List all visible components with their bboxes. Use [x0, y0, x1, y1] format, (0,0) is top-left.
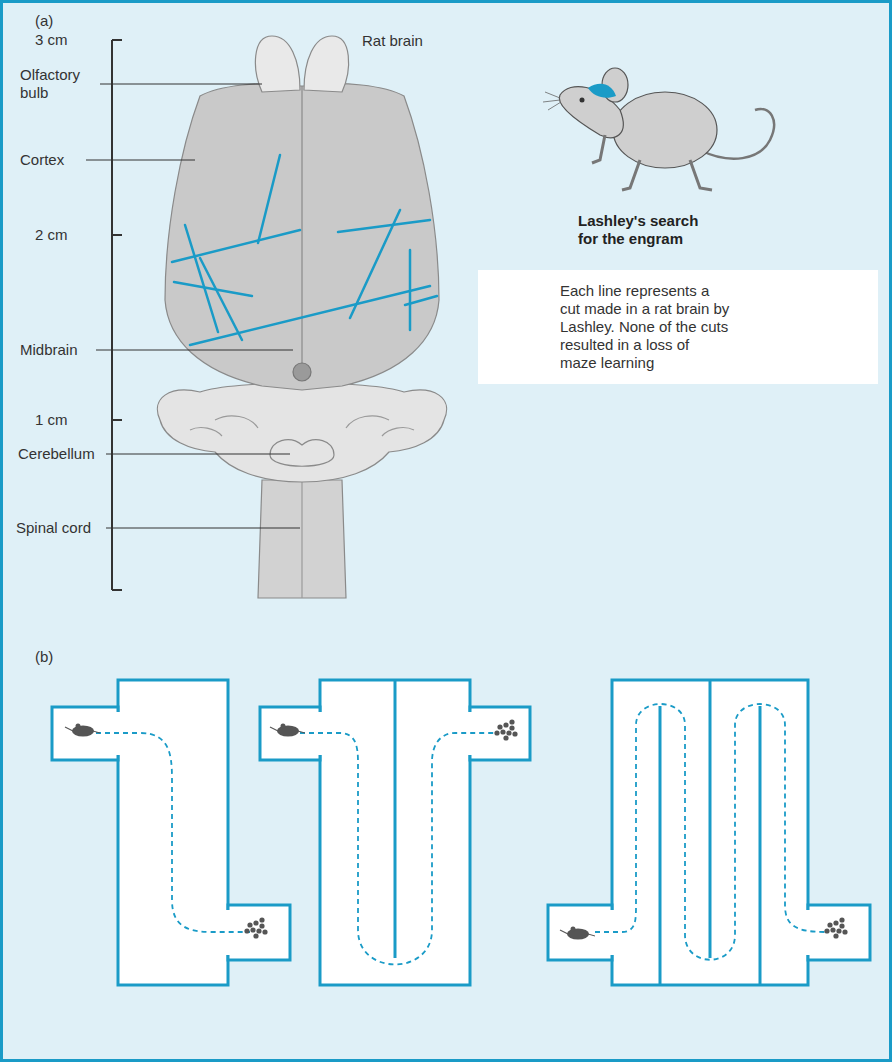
part-name: Midbrain — [20, 341, 100, 359]
figure-caption: Lashley's search for the engram — [578, 212, 718, 248]
panel-letter: (b) — [35, 648, 95, 666]
leader-lines — [86, 84, 300, 528]
rat-figure — [543, 68, 774, 190]
maze-3 — [548, 680, 870, 985]
maze-route — [96, 704, 825, 965]
scale-value: 2 cm — [35, 226, 105, 244]
cut-lines — [172, 155, 437, 345]
food-pellets — [244, 719, 847, 938]
maze-2 — [260, 680, 530, 985]
maze-1 — [52, 680, 290, 985]
part-name: Spinal cord — [16, 519, 106, 537]
scale-bar — [112, 40, 122, 590]
panel-letter: (a) — [35, 12, 95, 30]
maze-rat — [65, 724, 595, 940]
legend-text: Each line represents a cut made in a rat… — [560, 282, 730, 372]
part-name: Cerebellum — [18, 445, 106, 463]
figure-title: Rat brain — [362, 32, 472, 50]
rat-brain — [157, 36, 446, 598]
scale-value: 1 cm — [35, 411, 105, 429]
scale-value: 3 cm — [35, 31, 105, 49]
part-name: Cortex — [20, 151, 90, 169]
part-name: Olfactory bulb — [20, 66, 96, 102]
legend-box: Each line represents a cut made in a rat… — [478, 270, 878, 384]
